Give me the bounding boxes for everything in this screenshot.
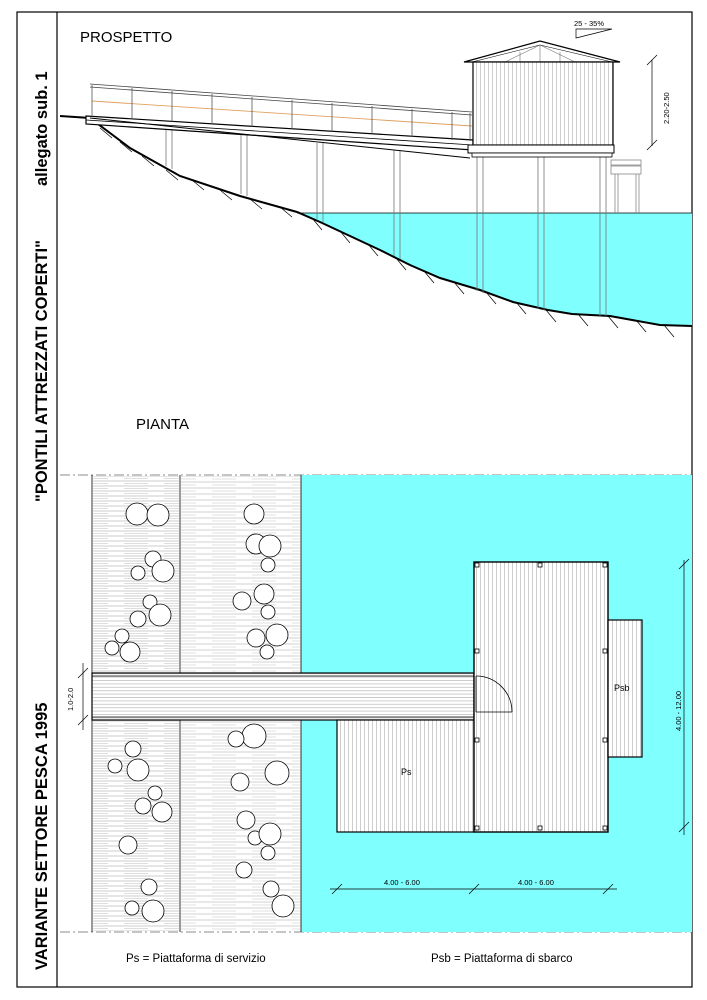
ground-hatching [99, 127, 675, 338]
cabin-plan [473, 561, 609, 833]
height-dimension [646, 54, 658, 151]
side-subtitle: "PONTILI ATTREZZATI COPERTI" [33, 240, 51, 502]
walkway-plan [91, 672, 475, 721]
piles [165, 128, 607, 316]
elevation-view: PROSPETTO [59, 19, 693, 338]
height-dimension-label: 2.20-2.50 [662, 92, 671, 124]
depth-dimension [678, 558, 690, 835]
plan-view: PIANTA [60, 416, 692, 933]
depth-dimension-label: 4.00 - 12.00 [674, 691, 683, 731]
landing-platform-elevation [610, 159, 642, 213]
roof-slope-indicator [575, 28, 613, 39]
walkway-deck [85, 115, 474, 151]
roof-slope-label: 25 - 35% [574, 19, 604, 28]
plan-title: PIANTA [136, 416, 189, 433]
service-platform-tag: Ps [401, 767, 412, 777]
cabin-posts [474, 562, 608, 831]
service-platform [336, 719, 475, 833]
elevation-title: PROSPETTO [80, 29, 172, 46]
length-dimension-left: 4.00 - 6.00 [384, 878, 420, 887]
walkway-underside [89, 117, 471, 159]
walkway-width-label: 1.0-2.0 [66, 688, 75, 711]
vegetation-upper [104, 502, 289, 663]
landing-platform [607, 619, 643, 758]
walkway-railing [89, 83, 473, 141]
legend-ps: Ps = Piattaforma di servizio [126, 953, 266, 965]
length-dimension [330, 883, 617, 895]
cabin-door [475, 675, 513, 713]
legend-psb: Psb = Piattaforma di sbarco [431, 953, 573, 965]
side-annex: allegato sub. 1 [33, 71, 51, 186]
length-dimension-right: 4.00 - 6.00 [518, 878, 554, 887]
vegetation-lower [107, 723, 295, 923]
landing-platform-tag: Psb [614, 683, 630, 693]
side-title: VARIANTE SETTORE PESCA 1995 [33, 703, 51, 970]
covered-cabin [463, 40, 621, 158]
water-section [297, 213, 692, 326]
walkway-width-dimension [77, 663, 89, 730]
